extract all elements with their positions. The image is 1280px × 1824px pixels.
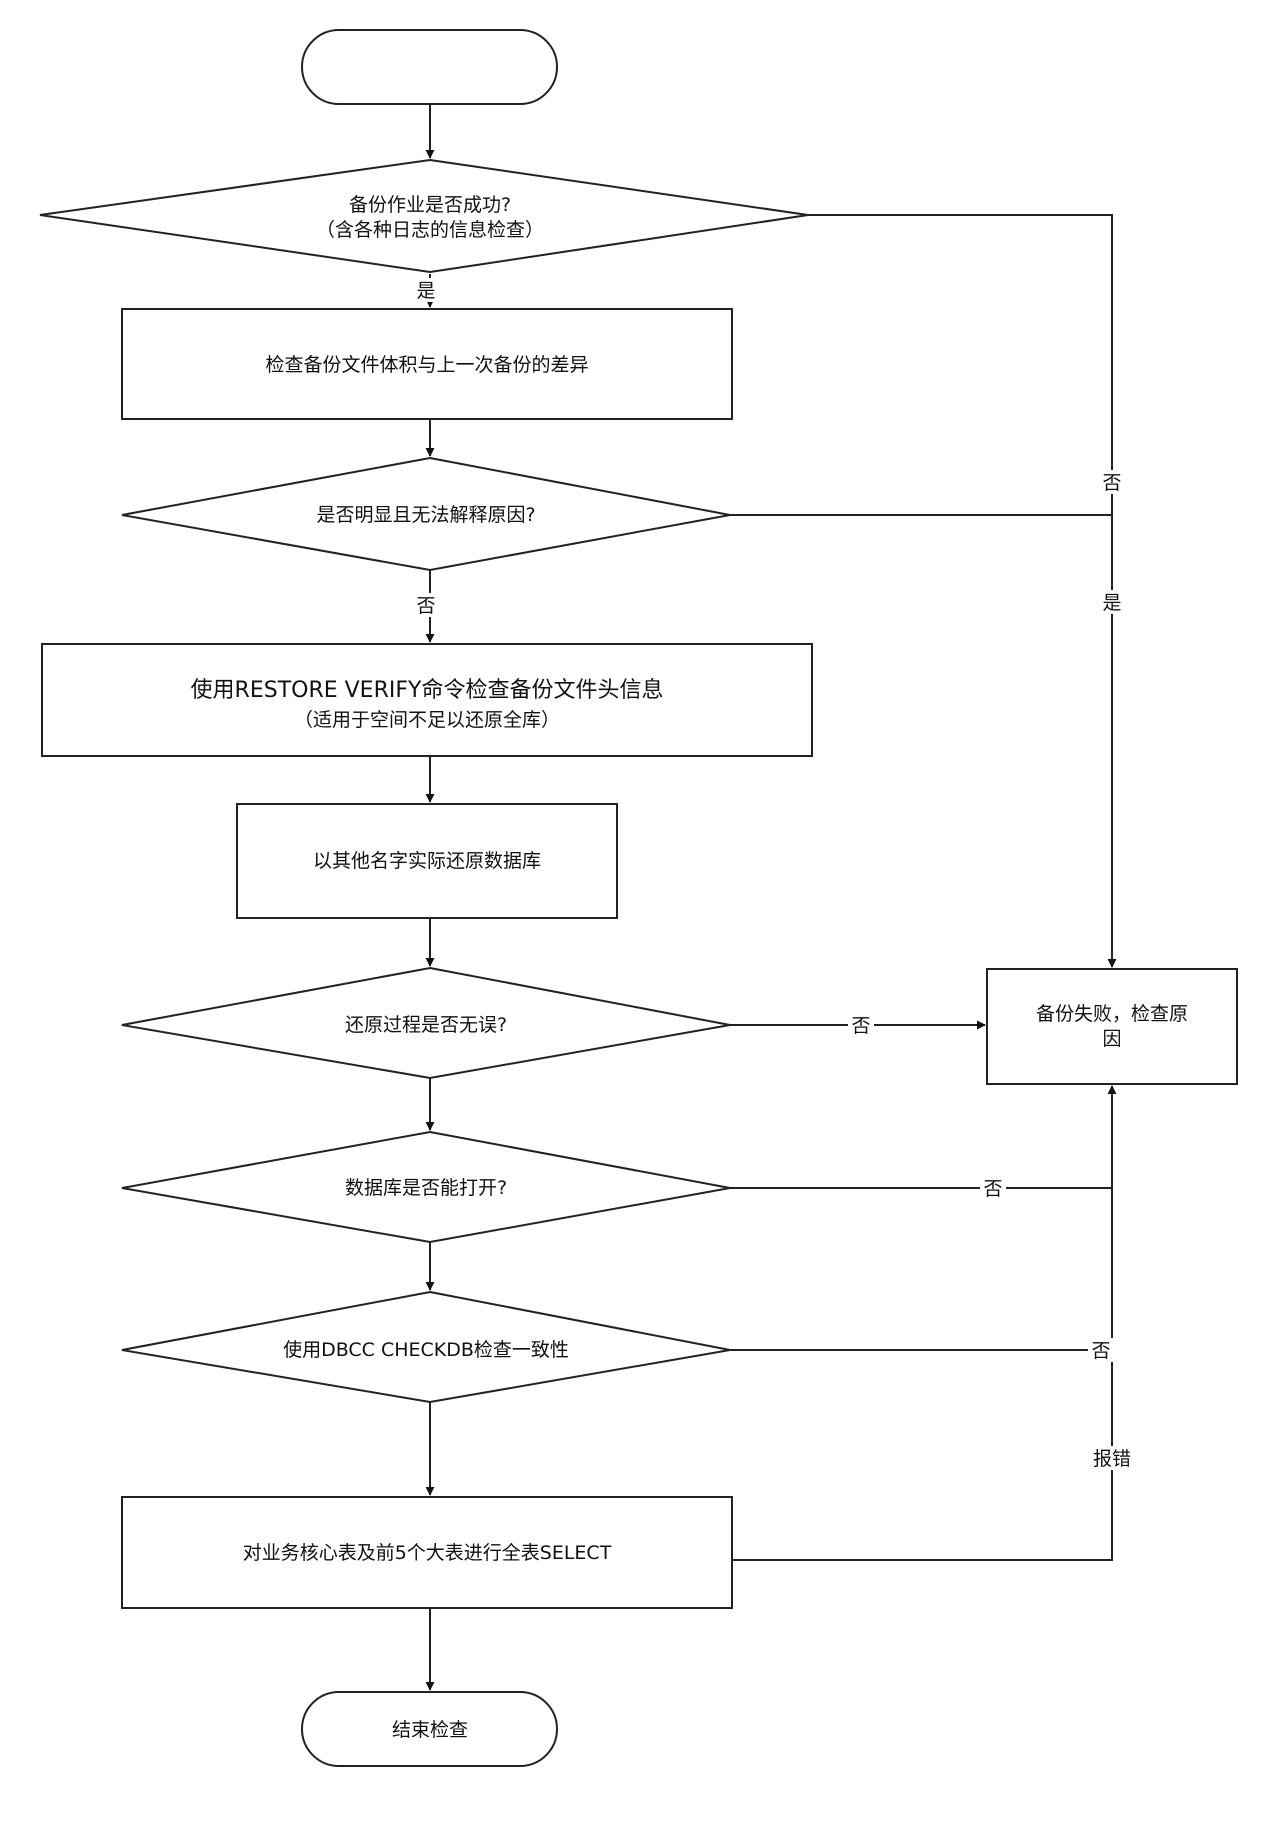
process-backup-fail-line2: 因 (1102, 1028, 1121, 1050)
edge-label-no-2: 否 (416, 595, 435, 617)
edge-backup-success-no (808, 214, 1117, 968)
edge-label-yes-1: 是 (416, 280, 435, 302)
decision-obvious-diff-label: 是否明显且无法解释原因? (316, 504, 535, 526)
decision-db-open[interactable] (121, 1130, 731, 1244)
process-restore-other-name[interactable] (236, 803, 618, 919)
nodes: 备份作业是否成功? （含各种日志的信息检查） 检查备份文件体积与上一次备份的差异… (39, 29, 1238, 1767)
decision-restore-ok[interactable] (121, 966, 731, 1080)
edge-labels: 是 否 是 否 否 否 否 报错 (413, 278, 1135, 1470)
decision-backup-success[interactable] (39, 158, 809, 274)
edge-label-no-restore: 否 (851, 1015, 870, 1037)
process-full-select-label: 对业务核心表及前5个大表进行全表SELECT (243, 1542, 612, 1564)
decision-backup-success-line1: 备份作业是否成功? (349, 194, 511, 216)
process-full-select[interactable] (121, 1496, 733, 1609)
edge-label-yes-2: 是 (1102, 592, 1121, 614)
decision-backup-success-line2: （含各种日志的信息检查） (316, 219, 544, 241)
process-restore-verify-line2: （适用于空间不足以还原全库） (294, 709, 560, 731)
decision-checkdb[interactable] (121, 1290, 731, 1404)
decision-db-open-label: 数据库是否能打开? (345, 1177, 507, 1199)
edge-label-no-checkdb: 否 (1091, 1340, 1110, 1362)
process-restore-verify-line1: 使用RESTORE VERIFY命令检查备份文件头信息 (191, 678, 664, 703)
start-terminator[interactable] (301, 29, 558, 105)
process-check-size[interactable] (121, 308, 733, 420)
process-backup-fail[interactable] (986, 968, 1238, 1085)
edge-label-error-select: 报错 (1093, 1448, 1131, 1470)
edge-label-no-open: 否 (983, 1178, 1002, 1200)
decision-checkdb-label: 使用DBCC CHECKDB检查一致性 (283, 1339, 569, 1361)
decision-restore-ok-label: 还原过程是否无误? (345, 1014, 507, 1036)
process-restore-verify[interactable] (41, 643, 813, 757)
process-restore-other-name-label: 以其他名字实际还原数据库 (313, 850, 541, 872)
process-backup-fail-line1: 备份失败，检查原 (1036, 1003, 1188, 1025)
end-label: 结束检查 (392, 1719, 468, 1741)
decision-obvious-diff[interactable] (121, 456, 731, 572)
end-terminator[interactable] (301, 1691, 558, 1767)
process-check-size-label: 检查备份文件体积与上一次备份的差异 (265, 354, 588, 376)
edge-label-no-1: 否 (1102, 472, 1121, 494)
edge-full-select-error (730, 1085, 1117, 1561)
